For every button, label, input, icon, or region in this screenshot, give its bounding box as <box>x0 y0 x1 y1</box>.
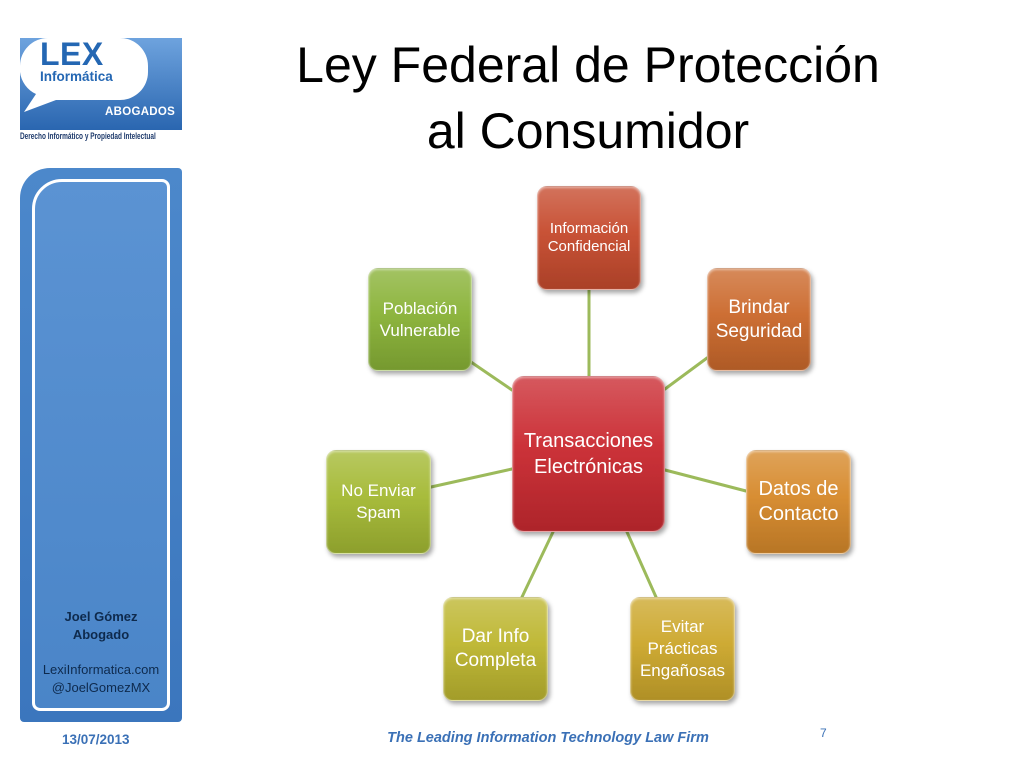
node-label-line: Datos de <box>758 478 839 500</box>
logo-brand: LEX <box>40 36 104 72</box>
node-label-line: No Enviar <box>341 481 416 500</box>
node-label-line: Población <box>382 298 458 318</box>
slide-title-line-2: al Consumidor <box>426 103 750 159</box>
node-label-line: Contacto <box>758 503 839 525</box>
node-label-line: Engañosas <box>639 661 726 680</box>
slide-date: 13/07/2013 <box>62 732 130 747</box>
node-label-line: Información <box>549 220 629 237</box>
connector-brindar-seguridad <box>663 356 709 391</box>
logo-firm-type: ABOGADOS <box>105 106 176 118</box>
logo-brand-sub: Informática <box>40 69 113 84</box>
node-label-line: Spam <box>356 503 401 522</box>
node-datos-de-contacto: Datos de Contacto <box>746 450 851 554</box>
connector-datos-de-contacto <box>663 468 748 493</box>
connector-poblacion-vulnerable <box>469 360 514 392</box>
author-website: LexiInformatica.com <box>42 662 160 677</box>
slide-title: Ley Federal de Protección al Consumidor <box>250 32 926 164</box>
center-node-label-line: Transacciones <box>523 430 654 452</box>
node-label-line: Evitar <box>660 617 705 636</box>
node-label-line: Brindar <box>728 296 790 318</box>
author-name: Joel Gómez <box>64 609 138 624</box>
node-label-line: Completa <box>454 650 537 671</box>
sidebar-frame <box>32 179 170 711</box>
connector-dar-info-completa <box>520 530 555 599</box>
node-label-line: Vulnerable <box>379 320 461 340</box>
node-evitar-practicas-enganosas: Evitar Prácticas Engañosas <box>630 597 735 701</box>
node-label-line: Dar Info <box>461 626 530 647</box>
slide-title-line-1: Ley Federal de Protección <box>296 37 880 93</box>
node-label-line: Prácticas <box>647 639 718 658</box>
logo-graphic <box>20 38 182 130</box>
slide-number: 7 <box>820 726 827 740</box>
node-label-line: Seguridad <box>715 320 803 342</box>
footer-tagline: The Leading Information Technology Law F… <box>387 730 709 746</box>
node-dar-info-completa: Dar Info Completa <box>443 597 548 701</box>
logo-tagline: Derecho Informático y Propiedad Intelect… <box>20 131 156 141</box>
node-no-enviar-spam: No Enviar Spam <box>326 450 431 554</box>
node-poblacion-vulnerable: Población Vulnerable <box>368 268 472 371</box>
center-node-label-line: Electrónicas <box>534 456 643 478</box>
lex-informatica-logo: LEX Informática ABOGADOS <box>20 38 182 130</box>
author-role: Abogado <box>72 627 130 642</box>
node-label-line: Confidencial <box>547 238 631 255</box>
logo-speech-bubble <box>20 38 148 112</box>
sidebar-panel <box>20 168 182 722</box>
author-twitter-handle: @JoelGomezMX <box>51 680 151 695</box>
node-informacion-confidencial: Información Confidencial <box>537 186 641 290</box>
node-brindar-seguridad: Brindar Seguridad <box>707 268 811 371</box>
center-node-transacciones-electronicas: Transacciones Electrónicas <box>512 376 665 532</box>
connector-no-enviar-spam <box>429 467 514 489</box>
connector-evitar-practicas-enganosas <box>625 530 658 599</box>
